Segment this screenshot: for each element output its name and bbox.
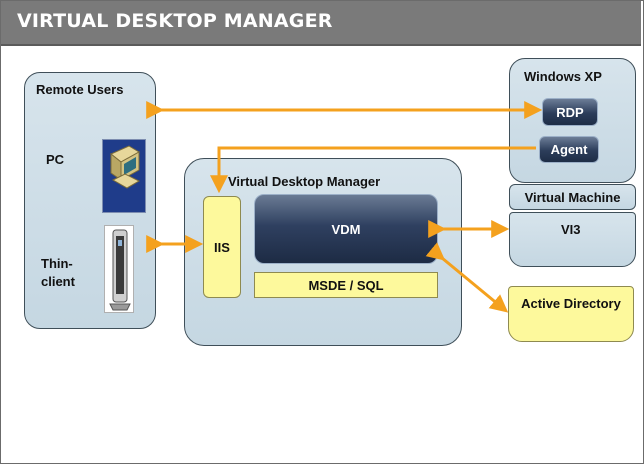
iis-box: IIS	[203, 196, 241, 298]
thin-client-label: Thin- client	[41, 256, 75, 289]
virtual-machine-box: Virtual Machine	[509, 184, 636, 210]
agent-box: Agent	[539, 136, 599, 163]
remote-users-panel: Remote Users PC Thin- client	[24, 72, 156, 329]
vi3-box: VI3	[509, 212, 636, 267]
remote-users-title: Remote Users	[36, 82, 124, 97]
msde-sql-label: MSDE / SQL	[308, 277, 384, 293]
vdm-box: VDM	[254, 194, 438, 264]
pc-icon	[102, 139, 146, 213]
vdm-panel-title: Virtual Desktop Manager	[228, 174, 381, 189]
header-bar: VIRTUAL DESKTOP MANAGER	[1, 1, 641, 46]
msde-sql-box: MSDE / SQL	[254, 272, 438, 298]
rdp-label: RDP	[556, 104, 584, 120]
vdm-label: VDM	[331, 221, 361, 237]
iis-label: IIS	[214, 239, 230, 255]
header-title: VIRTUAL DESKTOP MANAGER	[17, 10, 333, 32]
windows-xp-title: Windows XP	[524, 69, 602, 84]
active-directory-box: Active Directory	[508, 286, 634, 342]
active-directory-label: Active Directory	[521, 296, 621, 311]
vi3-label: VI3	[561, 222, 581, 237]
rdp-box: RDP	[542, 98, 598, 126]
virtual-machine-label: Virtual Machine	[524, 189, 621, 205]
thin-client-icon	[104, 225, 134, 313]
agent-label: Agent	[550, 142, 588, 157]
pc-label: PC	[46, 152, 65, 167]
